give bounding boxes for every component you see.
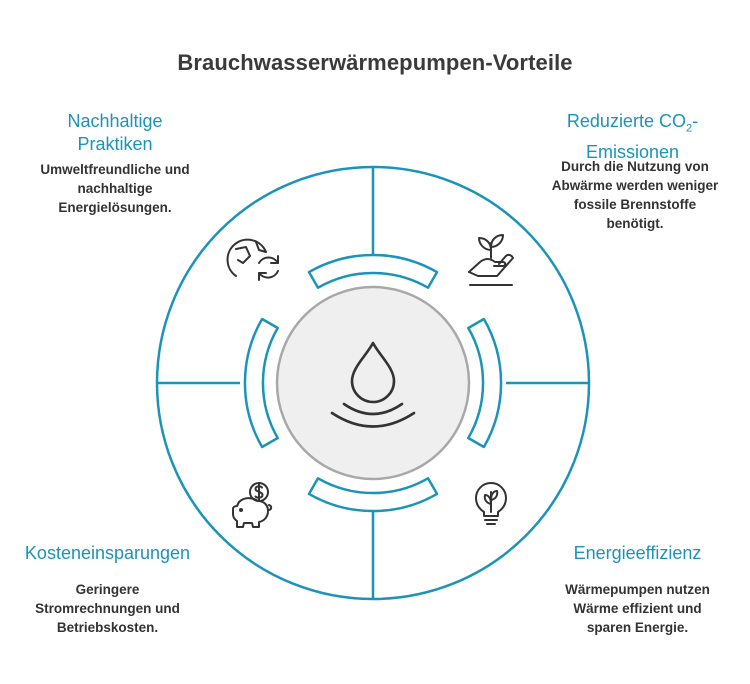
desc-nachhaltige-praktiken: Umweltfreundliche und nachhaltige Energi… [10, 160, 220, 217]
desc-line: Abwärme werden weniger [551, 178, 719, 193]
eco-bulb-icon [475, 482, 507, 525]
desc-line: Umweltfreundliche und [40, 162, 190, 177]
desc-reduzierte-emissionen: Durch die Nutzung von Abwärme werden wen… [530, 157, 740, 233]
desc-line: Geringere [75, 582, 140, 597]
desc-line: Wärme effizient und [573, 601, 702, 616]
heading-kosteneinsparungen: Kosteneinsparungen [5, 542, 210, 565]
piggy-bank-icon [232, 482, 273, 528]
desc-energieeffizienz: Wärmepumpen nutzen Wärme effizient und s… [535, 580, 740, 637]
water-drop-icon [330, 341, 416, 428]
desc-line: nachhaltige [77, 181, 153, 196]
inner-segment-bottom [307, 477, 439, 513]
inner-segment-top [307, 253, 439, 289]
inner-segment-right [467, 317, 503, 449]
heading-line: Praktiken [77, 134, 153, 154]
heading-nachhaltige-praktiken: Nachhaltige Praktiken [10, 110, 220, 156]
center-circle [275, 285, 471, 481]
heading-line: Nachhaltige [67, 111, 163, 131]
desc-line: Durch die Nutzung von [561, 159, 709, 174]
heading-line: Energieeffizienz [573, 543, 702, 563]
desc-line: Betriebskosten. [56, 620, 159, 635]
desc-line: fossile Brennstoffe [573, 197, 697, 212]
heading-energieeffizienz: Energieeffizienz [535, 542, 740, 565]
hand-plant-icon [468, 234, 514, 286]
heading-line: Emissionen [585, 141, 680, 162]
desc-line: Energielösungen. [58, 200, 172, 215]
inner-segment-left [243, 317, 279, 449]
heading-line: - [692, 111, 699, 131]
diagram-title: Brauchwasserwärmepumpen-Vorteile [177, 50, 573, 75]
desc-line: sparen Energie. [586, 620, 689, 635]
heading-subscript: 2 [685, 122, 693, 135]
desc-line: benötigt. [606, 216, 664, 231]
heading-line: Reduzierte CO [566, 111, 686, 131]
heading-line: Kosteneinsparungen [24, 543, 191, 563]
desc-line: Wärmepumpen nutzen [565, 582, 710, 597]
heading-reduzierte-emissionen: Reduzierte CO2- Emissionen [525, 110, 740, 164]
desc-kosteneinsparungen: Geringere Stromrechnungen und Betriebsko… [5, 580, 210, 637]
desc-line: Stromrechnungen und [35, 601, 180, 616]
earth-recycle-icon [226, 238, 279, 281]
